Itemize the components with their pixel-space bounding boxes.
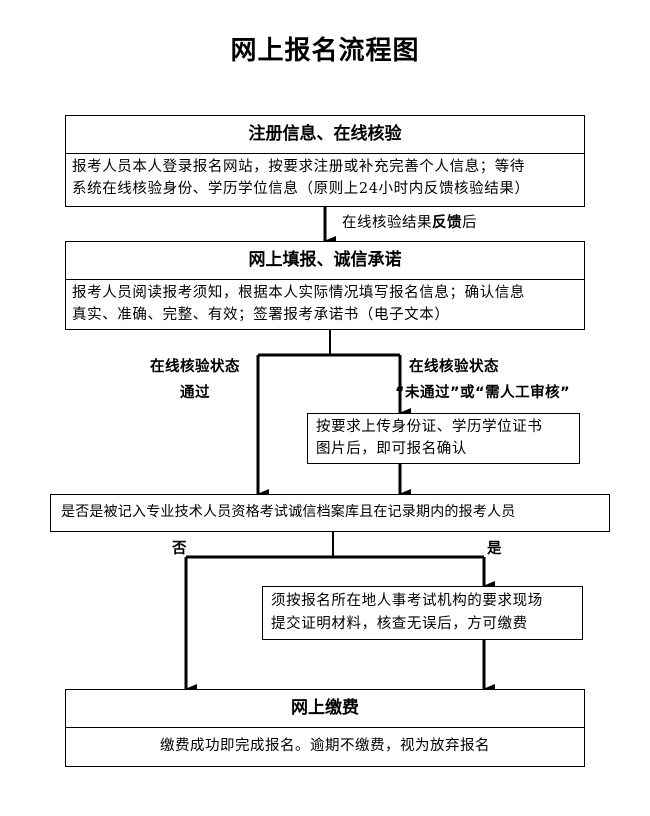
integrity-check-box: 是否是被记入专业技术人员资格考试诚信档案库且在记录期内的报考人员 [50,494,610,532]
feedback-label-bold: 反馈 [432,215,462,231]
branch-fail-label: 在线核验状态 “未通过”或“需人工审核” [395,356,570,404]
submit-proof-box: 须按报名所在地人事考试机构的要求现场 提交证明材料，核查无误后，方可缴费 [262,586,583,640]
feedback-label-suffix: 后 [462,215,477,231]
step-register-box: 注册信息、在线核验 报考人员本人登录报名网站，按要求注册或补充完善个人信息；等待… [65,115,585,207]
page-title: 网上报名流程图 [230,36,420,66]
step-fill-line2: 真实、准确、完整、有效；签署报考承诺书（电子文本） [72,307,450,323]
step-fill-box: 网上填报、诚信承诺 报考人员阅读报考须知，根据本人实际情况填写报名信息；确认信息… [65,241,585,330]
proof-line2: 提交证明材料，核查无误后，方可缴费 [271,616,528,632]
step-payment-heading: 网上缴费 [66,690,584,728]
step-register-heading: 注册信息、在线核验 [66,116,584,154]
integrity-check-text: 是否是被记入专业技术人员资格考试诚信档案库且在记录期内的报考人员 [61,504,516,520]
step-payment-box: 网上缴费 缴费成功即完成报名。逾期不缴费，视为放弃报名 [65,689,585,767]
yes-label: 是 [487,541,502,557]
step-register-body: 报考人员本人登录报名网站，按要求注册或补充完善个人信息；等待 系统在线核验身份、… [66,154,584,202]
proof-line1: 须按报名所在地人事考试机构的要求现场 [271,593,543,609]
branch-fail-line2: “未通过”或“需人工审核” [395,385,571,401]
feedback-label-prefix: 在线核验结果 [342,215,432,231]
step-fill-body: 报考人员阅读报考须知，根据本人实际情况填写报名信息；确认信息 真实、准确、完整、… [66,280,584,328]
branch-pass-line1: 在线核验状态 [150,359,240,375]
step-payment-body: 缴费成功即完成报名。逾期不缴费，视为放弃报名 [160,738,490,754]
branch-fail-line1: 在线核验状态 [409,359,499,375]
step-fill-heading: 网上填报、诚信承诺 [66,242,584,280]
step-register-line1: 报考人员本人登录报名网站，按要求注册或补充完善个人信息；等待 [72,159,525,175]
step-fill-line1: 报考人员阅读报考须知，根据本人实际情况填写报名信息；确认信息 [72,285,525,301]
feedback-label: 在线核验结果反馈后 [342,212,477,234]
branch-pass-label: 在线核验状态 通过 [140,356,250,404]
upload-line2: 图片后，即可报名确认 [316,441,467,457]
step-register-line2: 系统在线核验身份、学历学位信息（原则上24小时内反馈核验结果） [72,181,530,197]
upload-line1: 按要求上传身份证、学历学位证书 [316,419,543,435]
branch-pass-line2: 通过 [180,385,210,401]
upload-certificate-box: 按要求上传身份证、学历学位证书 图片后，即可报名确认 [307,413,580,464]
no-label: 否 [172,541,187,557]
